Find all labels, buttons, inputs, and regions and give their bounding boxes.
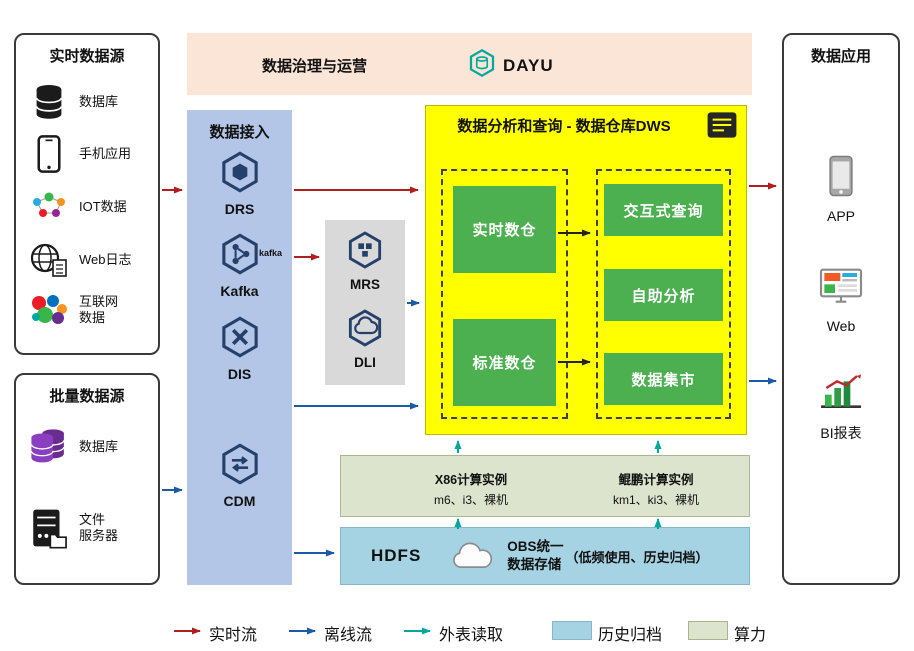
realtime-sources-panel: 实时数据源 数据库 手机应用 xyxy=(14,33,160,355)
dws-panel: 数据分析和查询 - 数据仓库DWS 实时数仓 标准数仓 交互式查询 自助分析 数… xyxy=(425,105,747,435)
kunpeng-compute-title: 鲲鹏计算实例 xyxy=(618,473,694,487)
web-monitor-icon xyxy=(818,267,864,312)
obs-storage-label: OBS统一 数据存储 xyxy=(507,539,564,572)
legend: 实时流 离线流 外表读取 历史归档 算力 xyxy=(0,615,914,651)
service-label: CDM xyxy=(223,493,256,509)
drs-icon xyxy=(218,151,262,198)
x86-compute-title: X86计算实例 xyxy=(434,473,508,487)
data-applications-title: 数据应用 xyxy=(810,48,871,65)
app-label: APP xyxy=(826,208,855,224)
dayu-icon xyxy=(467,48,497,83)
data-applications-panel: 数据应用 APP xyxy=(782,33,900,585)
dli-icon xyxy=(345,309,385,352)
kafka-wordmark: kafka xyxy=(259,248,283,258)
batch-sources-panel: 批量数据源 数据库 xyxy=(14,373,160,585)
service-label: DIS xyxy=(227,366,252,382)
service-kafka: kafka Kafka xyxy=(187,232,292,299)
kafka-icon xyxy=(218,233,262,280)
compute-instances-panel: X86计算实例 m6、i3、裸机 鲲鹏计算实例 km1、ki3、裸机 xyxy=(340,455,750,517)
phone-icon xyxy=(26,135,72,173)
service-drs: DRS xyxy=(187,150,292,217)
kunpeng-compute-spec: km1、ki3、裸机 xyxy=(612,493,699,507)
mrs-icon xyxy=(345,231,385,274)
kunpeng-compute: 鲲鹏计算实例 km1、ki3、裸机 xyxy=(571,469,741,508)
dayu-logo-text: DAYU xyxy=(503,55,554,75)
service-cdm: CDM xyxy=(187,442,292,509)
services-group-frame xyxy=(596,169,731,419)
service-label: MRS xyxy=(350,277,380,292)
data-ingestion-title: 数据接入 xyxy=(209,124,270,141)
processing-panel: MRS DLI xyxy=(325,220,405,385)
legend-offline-label: 离线流 xyxy=(324,627,373,644)
iot-icon xyxy=(26,190,72,224)
warehouse-group-frame xyxy=(441,169,568,419)
realtime-warehouse-box: 实时数仓 xyxy=(453,186,556,273)
source-item-batch-database: 数据库 xyxy=(26,422,152,472)
service-label: Kafka xyxy=(220,283,259,299)
realtime-sources-title: 实时数据源 xyxy=(49,48,125,65)
source-item-database: 数据库 xyxy=(26,77,152,127)
obs-cloud-icon xyxy=(447,540,497,572)
data-ingestion-panel: 数据接入 DRS xyxy=(187,110,292,585)
app-label: Web xyxy=(826,318,856,334)
source-label: 文件 服务器 xyxy=(79,511,119,543)
x86-compute: X86计算实例 m6、i3、裸机 xyxy=(381,469,561,508)
batch-sources-title: 批量数据源 xyxy=(49,388,125,405)
legend-realtime-label: 实时流 xyxy=(209,627,258,644)
storage-panel: HDFS OBS统一 数据存储 （低频使用、历史归档） xyxy=(340,527,750,585)
dis-icon xyxy=(218,316,262,363)
hdfs-label: HDFS xyxy=(371,546,422,565)
storage-note: （低频使用、历史归档） xyxy=(565,549,709,565)
app-item-web: Web xyxy=(784,267,898,334)
source-label: IOT数据 xyxy=(79,198,127,214)
source-item-web-log: Web日志 xyxy=(26,235,152,285)
internet-data-icon xyxy=(26,293,72,327)
app-label: BI报表 xyxy=(820,425,862,441)
source-item-mobile-app: 手机应用 xyxy=(26,129,152,179)
legend-external-label: 外表读取 xyxy=(439,627,504,644)
self-service-analysis-box: 自助分析 xyxy=(604,269,723,321)
service-dli: DLI xyxy=(325,308,405,370)
app-phone-icon xyxy=(828,155,854,202)
governance-bar: 数据治理与运营 DAYU xyxy=(187,33,752,95)
dws-warehouse-icon xyxy=(706,111,738,144)
file-server-icon xyxy=(26,507,72,549)
legend-compute-label: 算力 xyxy=(734,627,767,644)
source-item-file-server: 文件 服务器 xyxy=(26,499,152,557)
service-dis: DIS xyxy=(187,315,292,382)
service-mrs: MRS xyxy=(325,230,405,292)
source-label: 数据库 xyxy=(79,438,119,454)
legend-archive-swatch xyxy=(552,621,592,640)
bi-chart-icon xyxy=(818,372,864,417)
app-item-bi-report: BI报表 xyxy=(784,372,898,443)
x86-compute-spec: m6、i3、裸机 xyxy=(433,493,508,507)
app-item-app: APP xyxy=(784,155,898,224)
service-label: DLI xyxy=(354,355,376,370)
dws-title: 数据分析和查询 - 数据仓库DWS xyxy=(457,118,671,135)
legend-archive-label: 历史归档 xyxy=(598,627,663,644)
globe-log-icon xyxy=(26,242,72,278)
governance-title: 数据治理与运营 xyxy=(262,58,368,75)
service-label: DRS xyxy=(224,201,255,217)
source-item-internet-data: 互联网 数据 xyxy=(26,285,152,335)
source-item-iot: IOT数据 xyxy=(26,182,152,232)
cdm-icon xyxy=(218,443,262,490)
interactive-query-box: 交互式查询 xyxy=(604,184,723,236)
dayu-logo: DAYU xyxy=(467,48,554,83)
database-purple-icon xyxy=(26,426,72,468)
database-icon xyxy=(26,83,72,121)
source-label: 互联网 数据 xyxy=(79,293,119,325)
source-label: Web日志 xyxy=(79,251,132,267)
source-label: 数据库 xyxy=(79,93,119,109)
source-label: 手机应用 xyxy=(79,145,132,161)
standard-warehouse-box: 标准数仓 xyxy=(453,319,556,406)
data-mart-box: 数据集市 xyxy=(604,353,723,405)
legend-compute-swatch xyxy=(688,621,728,640)
